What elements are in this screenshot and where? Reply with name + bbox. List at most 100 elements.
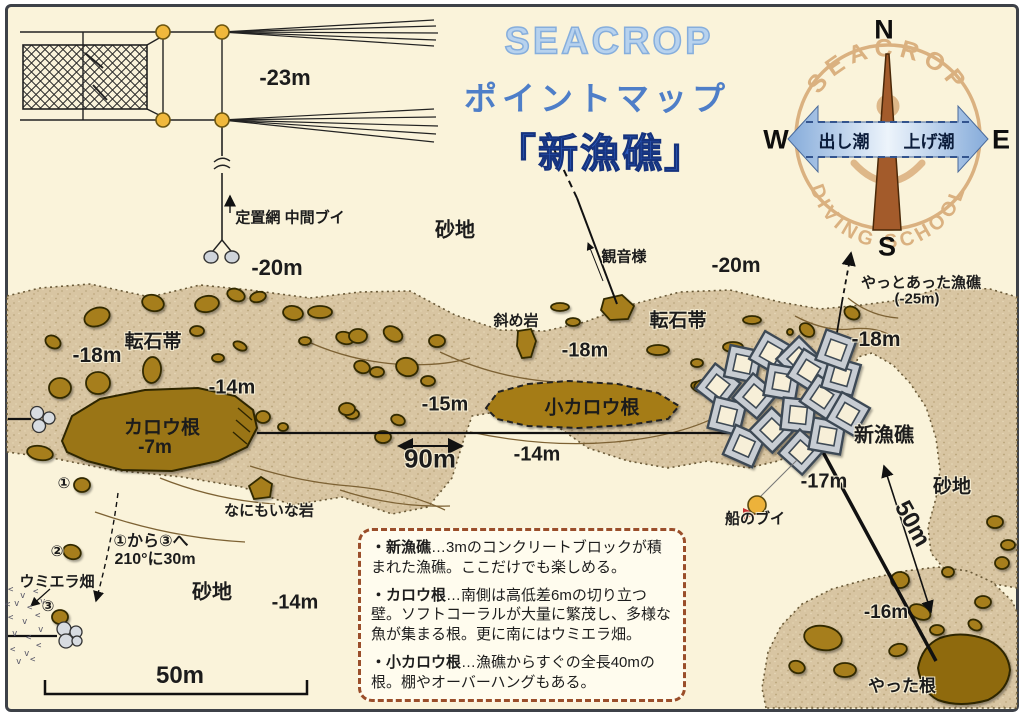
- kannon-pointer-arrow: [586, 242, 604, 282]
- route-note-line2: 210°に30m: [114, 551, 196, 568]
- yatto-reef-label: やっとあった漁礁: [860, 274, 982, 292]
- point-2-label: ②: [50, 543, 64, 560]
- net-buoys: [155, 24, 230, 128]
- svg-text:v: v: [20, 591, 25, 601]
- info-item: ・小カロウ根…漁礁からすぐの全長40mの根。棚やオーバーハングもある。: [371, 653, 673, 693]
- svg-text:<: <: [8, 585, 14, 595]
- svg-text:v: v: [40, 597, 45, 607]
- buoy-flag: [743, 508, 757, 520]
- depth-label: -15m: [421, 393, 469, 416]
- info-item: ・新漁礁…3mのコンクリートブロックが積まれた漁礁。ここだけでも楽しめる。: [371, 538, 673, 578]
- svg-text:v: v: [24, 649, 29, 659]
- kannon-base-rock: [600, 294, 636, 321]
- svg-text:<: <: [30, 655, 36, 665]
- brand-title: SEACROP: [504, 20, 714, 64]
- net-lines-fan: [221, 19, 439, 143]
- depth-label: -17m: [800, 470, 848, 493]
- tide-arrow: [787, 104, 989, 174]
- fixed-net: [20, 19, 439, 264]
- kokarou-reef-rock: [484, 379, 681, 430]
- info-desc: …3mのコンクリートブロックが積まれた漁礁。ここだけでも楽しめる。: [371, 539, 662, 576]
- route-lines: [8, 146, 938, 696]
- info-desc: …南側は高低差6mの切り立つ壁。ソフトコーラルが大量に繁茂し、多様な魚が集まる根…: [371, 586, 672, 644]
- site-info-box: ・新漁礁…3mのコンクリートブロックが積まれた漁礁。ここだけでも楽しめる。 ・カ…: [358, 528, 686, 702]
- dist-50m-thick-line: [815, 440, 938, 662]
- sand-label: 砂地: [932, 476, 972, 498]
- nanimo-rock: [247, 475, 273, 500]
- karou-reef-label: カロウ根: [123, 417, 201, 439]
- info-term: ・カロウ根: [371, 586, 447, 604]
- svg-text:<: <: [27, 603, 33, 613]
- compass-south: S: [877, 231, 897, 262]
- tide-label-rise: 上げ潮: [903, 132, 955, 152]
- boat-buoy: [743, 459, 798, 520]
- kannon-label: 観音様: [601, 248, 647, 266]
- depth-label: -18m: [72, 344, 122, 367]
- info-item: ・カロウ根…南側は高低差6mの切り立つ壁。ソフトコーラルが大量に繁茂し、多様な魚…: [371, 586, 673, 645]
- svg-text:<: <: [36, 641, 42, 651]
- depth-label: -14m: [208, 376, 256, 399]
- depth-label: -14m: [271, 591, 319, 614]
- yatto-depth-label: (-25m): [894, 290, 940, 308]
- umiera-label: ウミエラ畑: [19, 573, 95, 591]
- sand-label: 砂地: [192, 581, 232, 604]
- crack-lines: [94, 297, 899, 543]
- naname-iwa-label: 斜め岩: [493, 312, 539, 330]
- scale-bar: [43, 680, 309, 696]
- rope-buoys-bottom: [56, 621, 83, 649]
- depth-label: -14m: [513, 443, 561, 466]
- shingyosho-label: 新漁礁: [854, 424, 914, 447]
- svg-text:v: v: [22, 617, 27, 627]
- svg-text:<: <: [35, 611, 41, 621]
- boulder-zone-label: 転石帯: [649, 310, 707, 332]
- depth-label: -20m: [711, 254, 761, 277]
- compass-east: E: [991, 124, 1011, 155]
- kokarou-reef-label: 小カロウ根: [544, 397, 640, 419]
- karou-reef-rock: [60, 386, 259, 473]
- boulder-zone-label: 転石帯: [124, 331, 182, 353]
- distance-90m-label: 90m: [403, 443, 457, 474]
- rope-buoys-left: [29, 405, 56, 434]
- kannon-line-dashed: [552, 146, 578, 199]
- karou-cliff-hatch: [232, 407, 253, 445]
- point-1-label: ①: [57, 475, 71, 492]
- compass-north: N: [874, 14, 894, 45]
- depth-label: -23m: [259, 65, 311, 90]
- tide-label-out: 出し潮: [818, 132, 870, 152]
- scale-bar-label: 50m: [155, 662, 205, 689]
- svg-text:v: v: [12, 629, 17, 639]
- info-term: ・新漁礁: [371, 539, 432, 556]
- map-title: ポイントマップ: [464, 80, 730, 117]
- svg-text:<: <: [26, 633, 32, 643]
- nanimo-iwa-label: なにもいな岩: [224, 502, 314, 520]
- dist-50m-arrow: [881, 464, 934, 614]
- compass-west: W: [763, 124, 789, 155]
- depth-label: -20m: [251, 255, 303, 280]
- svg-text:<: <: [8, 613, 14, 623]
- route-note-line1: ①から③へ: [113, 533, 189, 550]
- fixed-net-label: 定置網 中間ブイ: [235, 209, 345, 227]
- svg-text:v: v: [14, 599, 19, 609]
- umiera-field: <v< v<v <v< v<v <v< v<<: [5, 585, 45, 667]
- mid-buoys: [203, 250, 240, 264]
- depth-label: -18m: [851, 328, 901, 351]
- svg-text:<: <: [10, 645, 16, 655]
- svg-text:<: <: [33, 587, 39, 597]
- point-3-label: ③: [41, 598, 55, 615]
- svg-text:v: v: [38, 625, 43, 635]
- boat-buoy-label: 船のブイ: [724, 510, 786, 528]
- umiera-arrow: [30, 588, 51, 607]
- svg-text:<: <: [5, 600, 11, 610]
- yatta-reef-rock: [916, 633, 1012, 705]
- site-name-title: 「新漁礁」: [496, 132, 706, 177]
- route-1to3-dashed-arrow: [93, 492, 119, 603]
- kannon-line-solid: [576, 197, 618, 305]
- yatta-reef-label: やった根: [868, 676, 936, 696]
- sand-label: 砂地: [435, 219, 475, 242]
- naname-rock: [516, 328, 537, 359]
- info-term: ・小カロウ根: [371, 653, 462, 671]
- svg-text:v: v: [16, 657, 21, 667]
- karou-depth-label: -7m: [138, 437, 172, 458]
